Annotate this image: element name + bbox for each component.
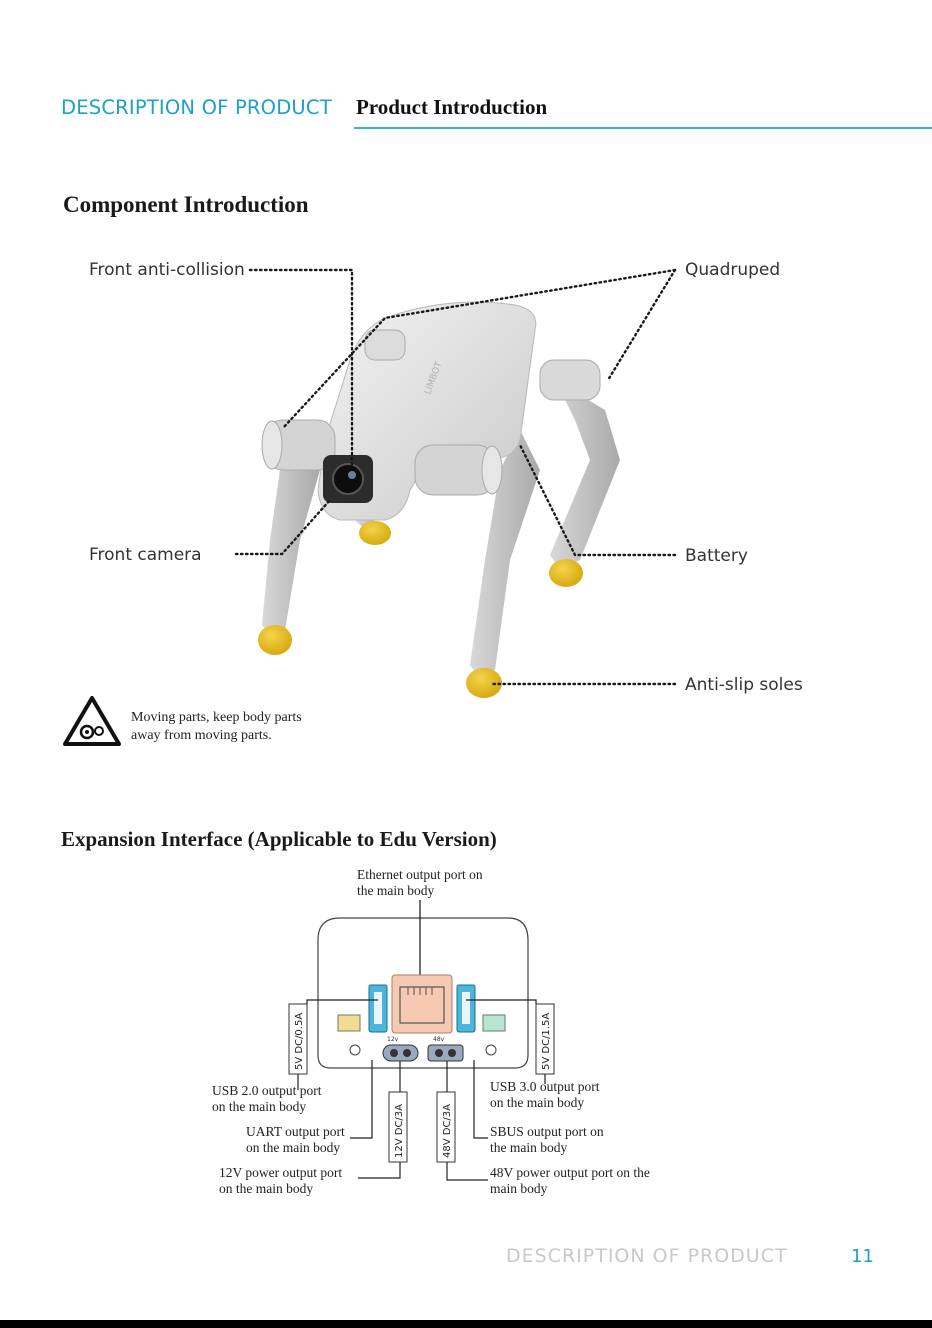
warning-text: Moving parts, keep body parts away from … bbox=[131, 709, 302, 745]
component-heading: Component Introduction bbox=[63, 192, 309, 217]
ethernet-port-label: Ethernet output port on the main body bbox=[357, 867, 483, 899]
uart-port-label: UART output port on the main body bbox=[246, 1124, 345, 1156]
uart-line-2: on the main body bbox=[246, 1140, 341, 1155]
page-number: 11 bbox=[851, 1246, 874, 1267]
spec-5v-0-5a: 5V DC/0.5A bbox=[294, 1013, 305, 1070]
port-12v-label: 12v bbox=[387, 1036, 399, 1043]
power-12v-port-label: 12V power output port on the main body bbox=[219, 1165, 342, 1197]
footer-section-label: DESCRIPTION OF PRODUCT bbox=[506, 1245, 788, 1267]
sbus-port-label: SBUS output port on the main body bbox=[490, 1124, 604, 1156]
bottom-edge bbox=[0, 1320, 932, 1328]
label-anti-slip-soles: Anti-slip soles bbox=[685, 675, 803, 695]
label-front-anti-collision: Front anti-collision bbox=[89, 260, 245, 280]
header-rule bbox=[354, 127, 932, 129]
p12-line-2: on the main body bbox=[219, 1181, 314, 1196]
spec-48v-dc-3a: 48V DC/3A bbox=[442, 1104, 453, 1158]
port-leader-lines: 12V DC/3A 48V DC/3A bbox=[297, 1060, 546, 1181]
ethernet-line-2: the main body bbox=[357, 883, 435, 898]
expansion-heading: Expansion Interface (Applicable to Edu V… bbox=[61, 827, 497, 851]
spec-5v-1-5a: 5V DC/1.5A bbox=[541, 1013, 552, 1070]
moving-parts-warning-icon bbox=[63, 696, 121, 746]
p48-line-1: 48V power output port on the bbox=[490, 1165, 650, 1180]
robot-dog-illustration: LIMBOT bbox=[234, 268, 677, 698]
usb2-line-1: USB 2.0 output port bbox=[212, 1083, 322, 1098]
uart-line-1: UART output port bbox=[246, 1124, 345, 1139]
usb2-port-label: USB 2.0 output port on the main body bbox=[212, 1083, 322, 1115]
p12-line-1: 12V power output port bbox=[219, 1165, 343, 1180]
label-battery: Battery bbox=[685, 546, 748, 566]
usb3-line-1: USB 3.0 output port bbox=[490, 1079, 600, 1094]
page-title: Product Introduction bbox=[356, 95, 548, 119]
power-48v-port-label: 48V power output port on the main body bbox=[490, 1165, 650, 1197]
warning-line-2: away from moving parts. bbox=[131, 728, 272, 743]
p48-line-2: main body bbox=[490, 1181, 548, 1196]
sbus-line-1: SBUS output port on bbox=[490, 1124, 604, 1139]
interface-panel-diagram: 12v 48v 5V DC/0.5A 5V DC/1.5A bbox=[288, 900, 555, 1075]
usb3-port-label: USB 3.0 output port on the main body bbox=[490, 1079, 600, 1111]
usb3-line-2: on the main body bbox=[490, 1095, 585, 1110]
spec-12v-dc-3a: 12V DC/3A bbox=[394, 1104, 405, 1158]
port-48v-label: 48v bbox=[433, 1036, 445, 1043]
usb2-line-2: on the main body bbox=[212, 1099, 307, 1114]
label-front-camera: Front camera bbox=[89, 545, 202, 565]
warning-line-1: Moving parts, keep body parts bbox=[131, 710, 302, 725]
label-quadruped: Quadruped bbox=[685, 260, 781, 280]
section-label: DESCRIPTION OF PRODUCT bbox=[61, 96, 332, 119]
sbus-line-2: the main body bbox=[490, 1140, 568, 1155]
ethernet-line-1: Ethernet output port on bbox=[357, 867, 483, 882]
